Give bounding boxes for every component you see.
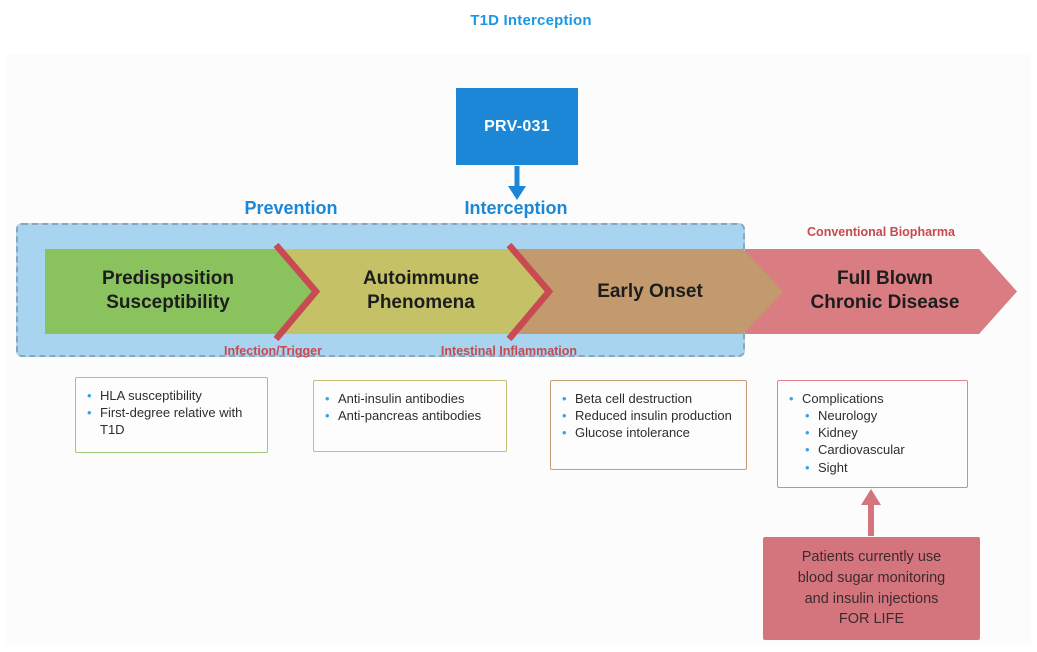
stage-label-predisposition: Predisposition Susceptibility: [102, 268, 234, 313]
prv-031-label: PRV-031: [484, 117, 550, 135]
detail-list: Anti-insulin antibodies Anti-pancreas an…: [324, 390, 498, 424]
detail-box-early-onset: Beta cell destruction Reduced insulin pr…: [550, 380, 747, 470]
detail-box-autoimmune: Anti-insulin antibodies Anti-pancreas an…: [313, 380, 507, 452]
detail-box-complications: Complications Neurology Kidney Cardiovas…: [777, 380, 968, 488]
list-item: First-degree relative with T1D: [86, 404, 259, 438]
list-item: Anti-insulin antibodies: [324, 390, 498, 407]
detail-list: Beta cell destruction Reduced insulin pr…: [561, 390, 738, 442]
detail-list: Complications Neurology Kidney Cardiovas…: [788, 390, 959, 476]
detail-list: HLA susceptibility First-degree relative…: [86, 387, 259, 438]
list-item: Cardiovascular: [804, 441, 959, 458]
list-item: Neurology: [804, 407, 959, 424]
stage-label-autoimmune: Autoimmune Phenomena: [362, 268, 480, 313]
footnote-box-patients: Patients currently use blood sugar monit…: [763, 537, 980, 640]
stage-label-early-onset: Early Onset: [597, 281, 703, 302]
detail-box-predisposition: HLA susceptibility First-degree relative…: [75, 377, 268, 453]
transition-label-intestinal-inflammation: Intestinal Inflammation: [440, 344, 578, 358]
prv-031-box: PRV-031: [456, 88, 578, 165]
list-item: HLA susceptibility: [86, 387, 259, 404]
list-item: Reduced insulin production: [561, 407, 738, 424]
list-item: Complications: [788, 390, 959, 407]
list-item: Kidney: [804, 424, 959, 441]
transition-label-infection-trigger: Infection/Trigger: [224, 344, 322, 358]
list-item: Sight: [804, 459, 959, 476]
transition-label-conventional-biopharma: Conventional Biopharma: [807, 225, 955, 239]
list-item: Beta cell destruction: [561, 390, 738, 407]
stage-label-full-blown: Full Blown Chronic Disease: [810, 268, 960, 313]
list-item: Glucose intolerance: [561, 424, 738, 441]
phase-label-prevention: Prevention: [244, 198, 338, 218]
phase-label-interception: Interception: [464, 198, 568, 218]
footnote-text: Patients currently use blood sugar monit…: [797, 549, 946, 628]
list-item: Anti-pancreas antibodies: [324, 407, 498, 424]
page-title: T1D Interception: [470, 12, 592, 29]
